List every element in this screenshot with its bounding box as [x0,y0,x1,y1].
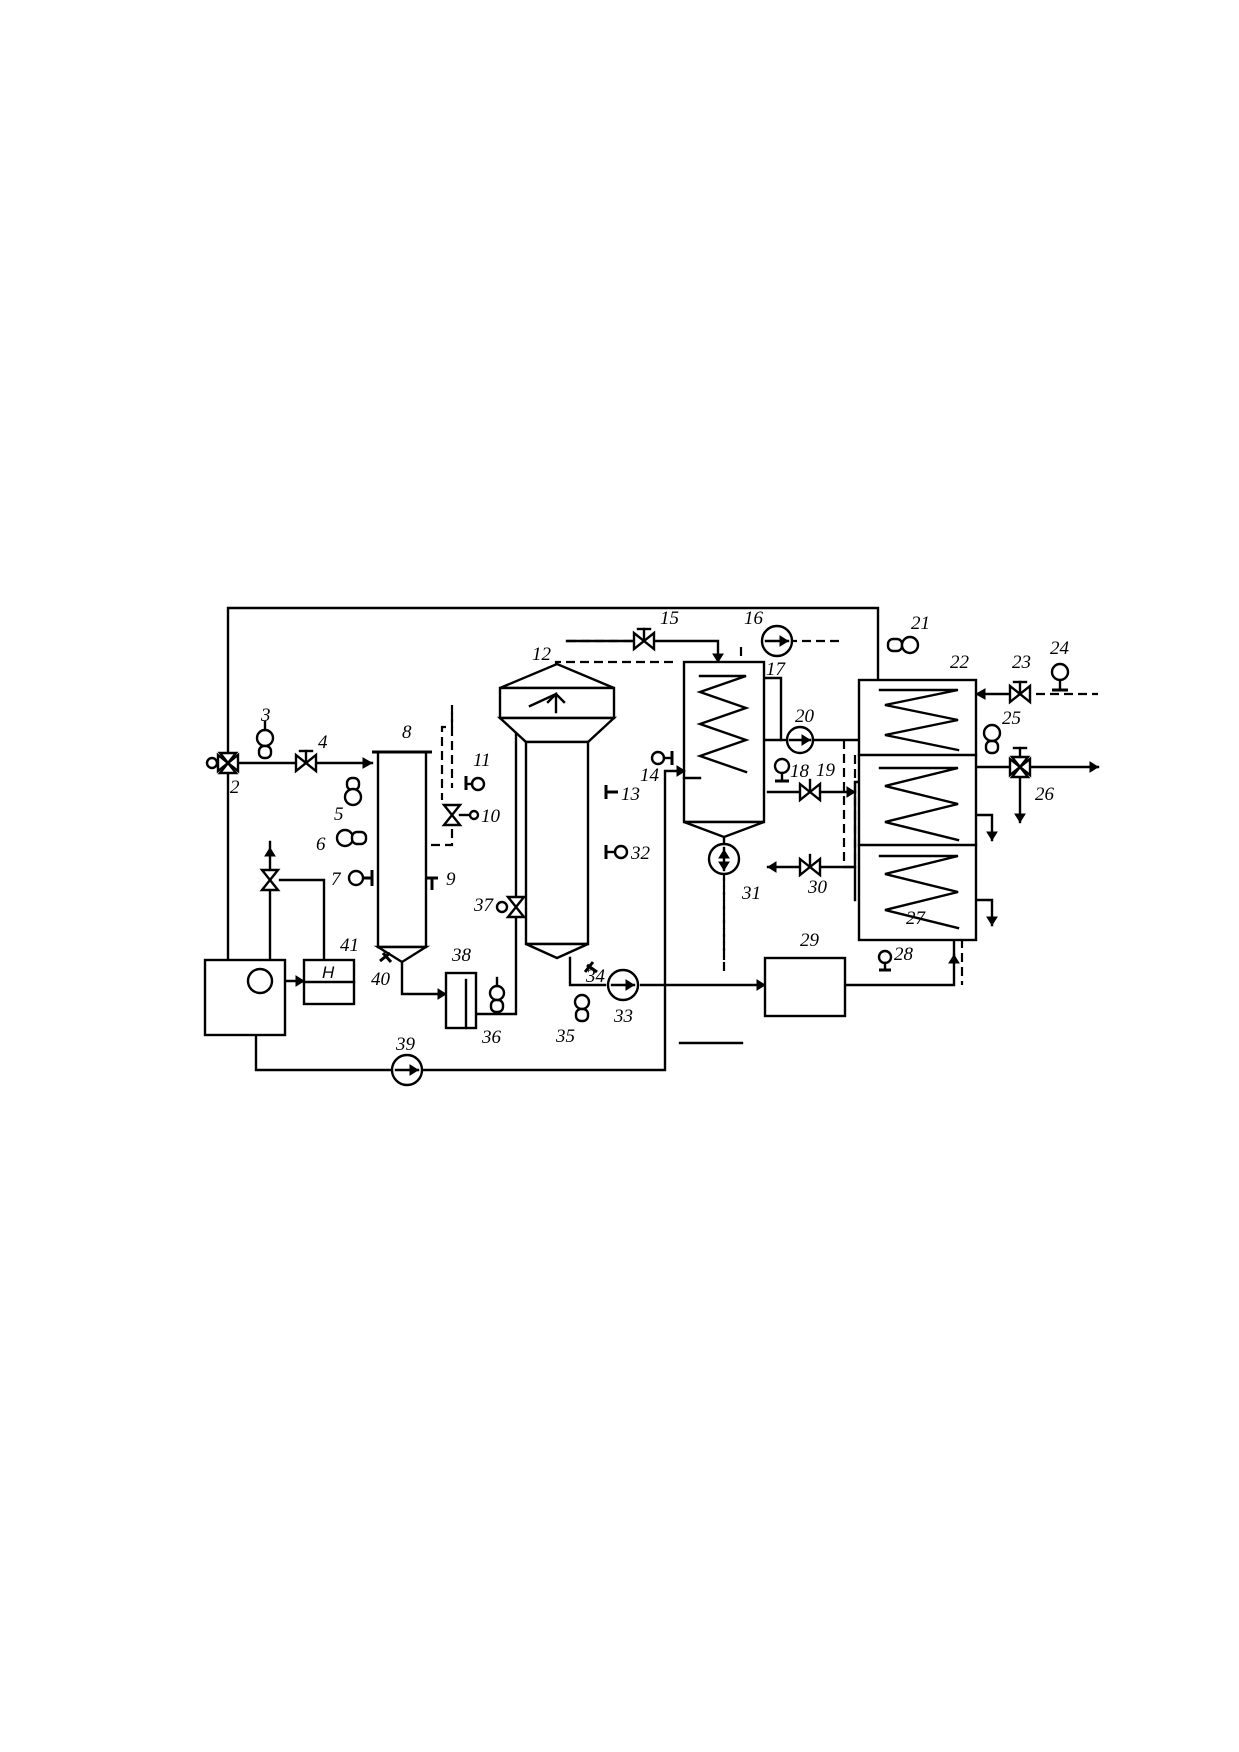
label-28: 28 [894,944,914,965]
label-9: 9 [446,869,456,890]
label-36: 36 [481,1027,502,1048]
sensor-35-icon [573,993,591,1023]
label-38: 38 [451,945,472,966]
label-14: 14 [640,765,660,786]
flow-arrows [264,653,1099,1000]
label-20: 20 [795,706,815,727]
sensor-32-icon [604,844,629,860]
sensor-25-icon [982,723,1002,755]
evaporator-17 [682,660,766,839]
label-15: 15 [660,608,679,629]
thermometer-13-icon [604,785,618,799]
label-23: 23 [1012,652,1031,673]
sensor-6-icon [335,828,368,848]
sensor-28-icon [877,949,893,972]
sensor-21-icon [886,635,920,655]
label-18: 18 [790,761,810,782]
instruments [255,635,1070,1023]
pump-20-icon [785,725,815,755]
sensor-18-icon [773,757,791,783]
label-37: 37 [473,895,495,916]
separator-38 [444,971,478,1030]
label-16: 16 [744,608,764,629]
pumps [390,624,815,1087]
valve-15-icon [632,627,656,652]
label-6: 6 [316,834,326,855]
heat-exchanger-22-27 [857,678,978,942]
label-26: 26 [1035,784,1055,805]
thermometer-7-icon [347,869,374,887]
label-34: 34 [585,966,606,987]
pump-16-icon [760,624,794,658]
label-21: 21 [911,613,930,634]
label-8: 8 [402,722,412,743]
label-17: 17 [766,659,787,680]
label-10: 10 [481,806,501,827]
pump-31-icon [707,842,741,876]
level-meter-41: H [302,958,356,1006]
label-40: 40 [371,969,391,990]
valve-37-icon [495,895,527,919]
label-2: 2 [230,777,240,798]
label-22: 22 [950,652,970,673]
number-labels: 2 3 4 5 6 7 8 9 10 11 12 13 14 15 16 17 … [230,608,1070,1055]
unit-29 [763,956,847,1018]
label-4: 4 [318,732,328,753]
label-30: 30 [807,877,828,898]
label-27: 27 [906,908,927,929]
label-33: 33 [613,1006,633,1027]
label-11: 11 [473,750,491,771]
valves [205,627,1032,919]
label-41: 41 [340,935,359,956]
valve-10-icon [441,803,480,827]
valve-19-icon [798,778,822,803]
valve-4-icon [294,749,318,774]
reactor-column-12 [496,662,618,960]
tap-40-icon [379,951,393,963]
valve-30-icon [798,853,822,878]
label-32: 32 [630,843,651,864]
sensor-5-icon [343,776,363,807]
label-19: 19 [816,760,836,781]
column-8 [372,750,432,964]
label-25: 25 [1002,708,1021,729]
sensor-11-icon [464,776,486,792]
label-35: 35 [555,1026,575,1047]
label-7: 7 [331,869,342,890]
pump-33-icon [606,968,640,1002]
label-24: 24 [1050,638,1070,659]
valve-26-icon [1008,746,1032,779]
valve-41-icon [259,868,281,892]
label-31: 31 [741,883,761,904]
sensor-24-icon [1050,662,1070,692]
label-29: 29 [800,930,820,951]
label-3: 3 [260,705,271,726]
pump-39-icon [390,1053,424,1087]
label-13: 13 [621,784,640,805]
label-5: 5 [334,804,344,825]
meter-letter: H [322,963,335,982]
feed-tank [203,958,287,1037]
sensor-36-icon [488,976,506,1014]
thermometer-9-icon [426,876,438,890]
sensor-14-icon [650,750,674,766]
valve-23-icon [1008,680,1032,705]
label-39: 39 [395,1034,416,1055]
label-12: 12 [532,644,552,665]
tap-34-icon [583,961,598,974]
valve-2-icon [205,751,240,775]
sensor-3-icon [255,720,275,760]
